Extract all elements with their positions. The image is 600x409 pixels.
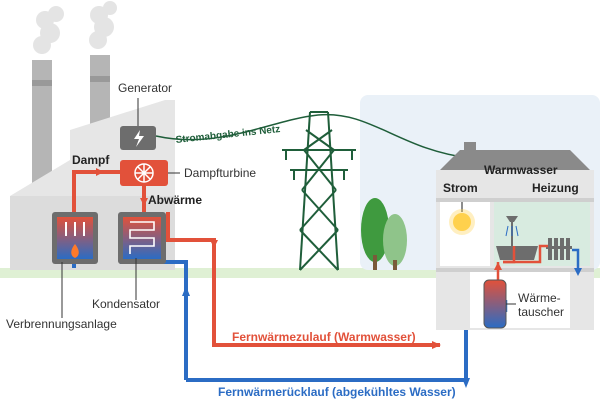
power-line [155, 113, 471, 159]
ground-strip [0, 268, 600, 278]
label-dampf: Dampf [72, 153, 110, 167]
smoke-icon [33, 1, 117, 54]
house-supply-arrow [494, 262, 502, 270]
light-bulb-icon [449, 202, 475, 235]
label-warmwasser: Warmwasser [484, 163, 558, 177]
bathtub-icon [496, 216, 538, 260]
condenser [118, 212, 166, 264]
return-arrows [182, 286, 470, 388]
label-waermetauscher-1: Wärme- [518, 291, 561, 305]
pylon-icon [282, 111, 356, 271]
label-fernwaermezulauf: Fernwärmezulauf (Warmwasser) [232, 330, 416, 344]
label-abwaerme: Abwärme [148, 193, 202, 207]
label-fernwaermeruecklauf: Fernwärmerücklauf (abgekühltes Wasser) [218, 385, 456, 399]
label-strom: Strom [443, 181, 478, 195]
label-dampfturbine: Dampfturbine [184, 166, 256, 180]
house-return-arrow [574, 268, 582, 276]
label-waermetauscher-2: tauscher [518, 305, 564, 319]
label-heizung: Heizung [532, 181, 579, 195]
label-verbrennungsanlage: Verbrennungsanlage [6, 317, 117, 331]
tree-icon [361, 198, 407, 270]
flame-icon [71, 244, 79, 258]
steam-arrows [96, 168, 441, 349]
heat-exchanger [483, 279, 507, 329]
turbine-icon [134, 163, 154, 183]
label-kondensator: Kondensator [92, 297, 160, 311]
boiler [52, 212, 98, 264]
label-generator: Generator [118, 81, 172, 95]
lightning-icon [134, 130, 144, 147]
radiator-icon [546, 238, 572, 260]
leader-lines [61, 98, 180, 318]
